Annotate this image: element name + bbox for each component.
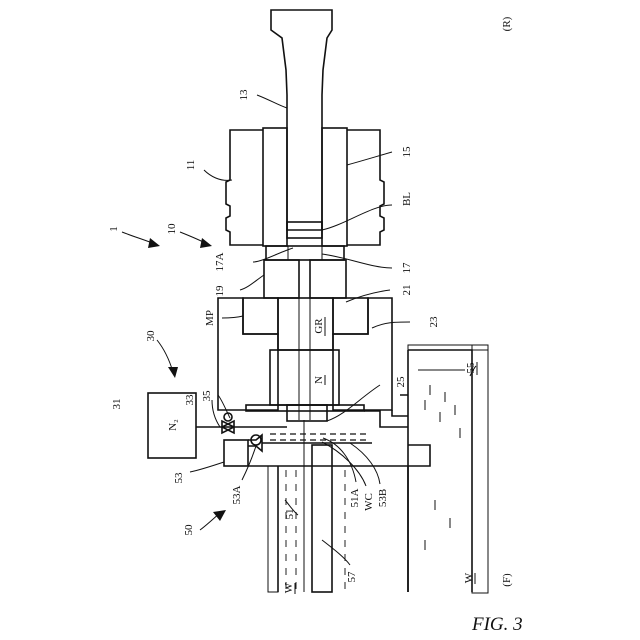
label-53B: 53B bbox=[377, 489, 389, 507]
melting-pot-11-right bbox=[347, 130, 384, 245]
label-53: 53 bbox=[173, 472, 185, 484]
label-23: 23 bbox=[428, 316, 440, 328]
label-21: 21 bbox=[401, 285, 413, 296]
label-W-left: W bbox=[283, 582, 295, 593]
tank-55 bbox=[408, 350, 472, 592]
label-MP: MP bbox=[204, 310, 216, 326]
die-19-left bbox=[264, 260, 299, 298]
label-55: 55 bbox=[465, 362, 477, 374]
strand-57 bbox=[312, 445, 332, 592]
label-51A: 51A bbox=[349, 488, 361, 507]
tank-51-wall bbox=[268, 466, 278, 592]
orientation-bottom: (F) bbox=[501, 573, 513, 587]
part-17-left bbox=[266, 246, 288, 260]
label-50: 50 bbox=[183, 524, 195, 536]
water-W-dashes bbox=[418, 370, 465, 550]
label-17: 17 bbox=[401, 262, 413, 274]
label-17A: 17A bbox=[214, 252, 226, 271]
label-30: 30 bbox=[145, 330, 157, 342]
label-W-right: W bbox=[463, 572, 475, 583]
arrow-1 bbox=[122, 232, 160, 248]
label-15: 15 bbox=[401, 146, 413, 158]
label-GR: GR bbox=[313, 318, 325, 334]
n2-label: N₂ bbox=[167, 419, 179, 431]
arrow-30 bbox=[157, 340, 178, 378]
chamber-23-right bbox=[333, 298, 392, 410]
label-10: 10 bbox=[166, 223, 178, 235]
sleeve-15-right bbox=[322, 128, 347, 246]
arrow-50 bbox=[200, 510, 226, 530]
label-13: 13 bbox=[238, 89, 250, 101]
plunger-13 bbox=[271, 10, 332, 230]
label-35: 35 bbox=[201, 390, 213, 402]
part-17 bbox=[266, 246, 344, 260]
label-1: 1 bbox=[108, 226, 120, 232]
die-19-right bbox=[310, 260, 346, 298]
arrow-10 bbox=[180, 232, 212, 248]
zone-N bbox=[270, 350, 339, 405]
cooling-unit-53 bbox=[224, 440, 248, 466]
plate-MP-left bbox=[243, 298, 278, 334]
melting-pot-11 bbox=[226, 130, 263, 245]
plate-MP-right bbox=[333, 298, 368, 334]
label-11: 11 bbox=[185, 160, 197, 171]
nozzle-25-tip bbox=[287, 405, 327, 421]
label-31: 31 bbox=[111, 399, 123, 410]
chamber-23 bbox=[218, 298, 278, 410]
label-WC: WC bbox=[363, 493, 375, 511]
valve-35 bbox=[222, 413, 234, 433]
label-N: N bbox=[313, 376, 325, 384]
tank-55-wall bbox=[472, 345, 488, 593]
reference-labels: 13 11 15 BL 1 10 17A 17 19 21 MP GR 23 3… bbox=[108, 89, 477, 593]
label-57: 57 bbox=[346, 571, 358, 583]
label-51: 51 bbox=[284, 509, 296, 520]
label-33: 33 bbox=[184, 394, 196, 406]
die-19-channel bbox=[299, 260, 310, 298]
label-19: 19 bbox=[214, 285, 226, 297]
billet-below bbox=[287, 238, 322, 246]
label-25: 25 bbox=[395, 376, 407, 388]
label-underlines bbox=[295, 317, 477, 594]
label-53A: 53A bbox=[231, 485, 243, 504]
orientation-top: (R) bbox=[501, 16, 513, 31]
sleeve-15-left bbox=[263, 128, 287, 246]
pipe-right bbox=[364, 395, 408, 427]
figure-caption: FIG. 3 bbox=[471, 614, 523, 635]
label-BL: BL bbox=[401, 192, 413, 206]
part-17A-chamber bbox=[288, 246, 322, 260]
